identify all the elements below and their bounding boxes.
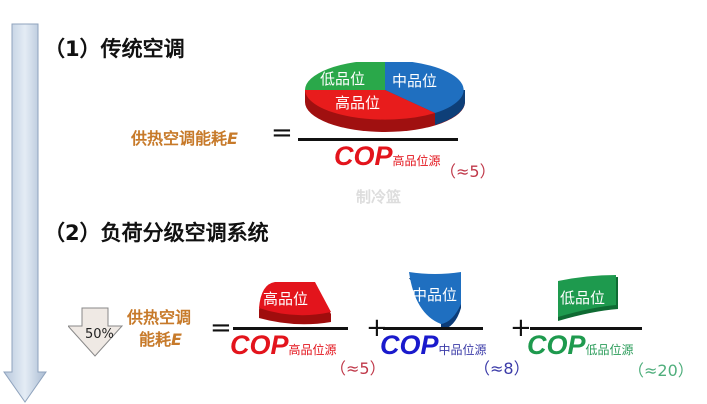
approx-20: （≈20） (628, 361, 694, 380)
cop-mid: COP中品位源 (380, 330, 487, 360)
plus-sign-1: + (366, 313, 388, 343)
cop-low: COP低品位源 (527, 330, 634, 360)
approx-8: （≈8） (474, 359, 530, 378)
energy-label: 供热空调能耗E (131, 129, 238, 148)
approx-5: （≈5） (440, 162, 496, 181)
high-quality-label: 高品位 (263, 290, 308, 308)
pie-label-mid: 中品位 (392, 72, 437, 90)
section1-title: （1）传统空调 (44, 37, 185, 61)
pie-label-high: 高品位 (335, 94, 380, 112)
quality-pie-chart: 低品位 中品位 高品位 (305, 62, 465, 132)
plus-sign-2: + (510, 313, 532, 343)
cop-high: COP高品位源 (334, 141, 441, 171)
pie-slice-low (305, 62, 385, 90)
mid-quality-shape: 中品位 (409, 272, 461, 330)
fraction-line-1 (233, 327, 348, 330)
reduction-percent: 50% (85, 327, 114, 342)
mid-quality-label: 中品位 (412, 286, 457, 304)
equals-sign: = (271, 118, 293, 148)
low-quality-shape: 低品位 (558, 275, 618, 321)
high-quality-shape: 高品位 (259, 282, 331, 325)
pie-label-low: 低品位 (320, 70, 365, 88)
pie-slice-high (305, 90, 435, 120)
watermark: 制冷篮 (356, 188, 402, 206)
fraction-line (298, 138, 458, 141)
timeline-arrow (3, 23, 47, 403)
fraction-line-2 (383, 327, 483, 330)
energy-label-2: 供热空调能耗E (127, 308, 192, 349)
pie-slice-mid (385, 62, 464, 113)
low-quality-label: 低品位 (560, 289, 605, 307)
equals-sign-2: = (210, 313, 232, 343)
approx-5-2: （≈5） (330, 359, 386, 378)
cop-high-2: COP高品位源 (230, 330, 337, 360)
section2-title: （2）负荷分级空调系统 (44, 221, 269, 245)
fraction-line-3 (530, 327, 642, 330)
reduction-arrow-icon (68, 307, 124, 357)
